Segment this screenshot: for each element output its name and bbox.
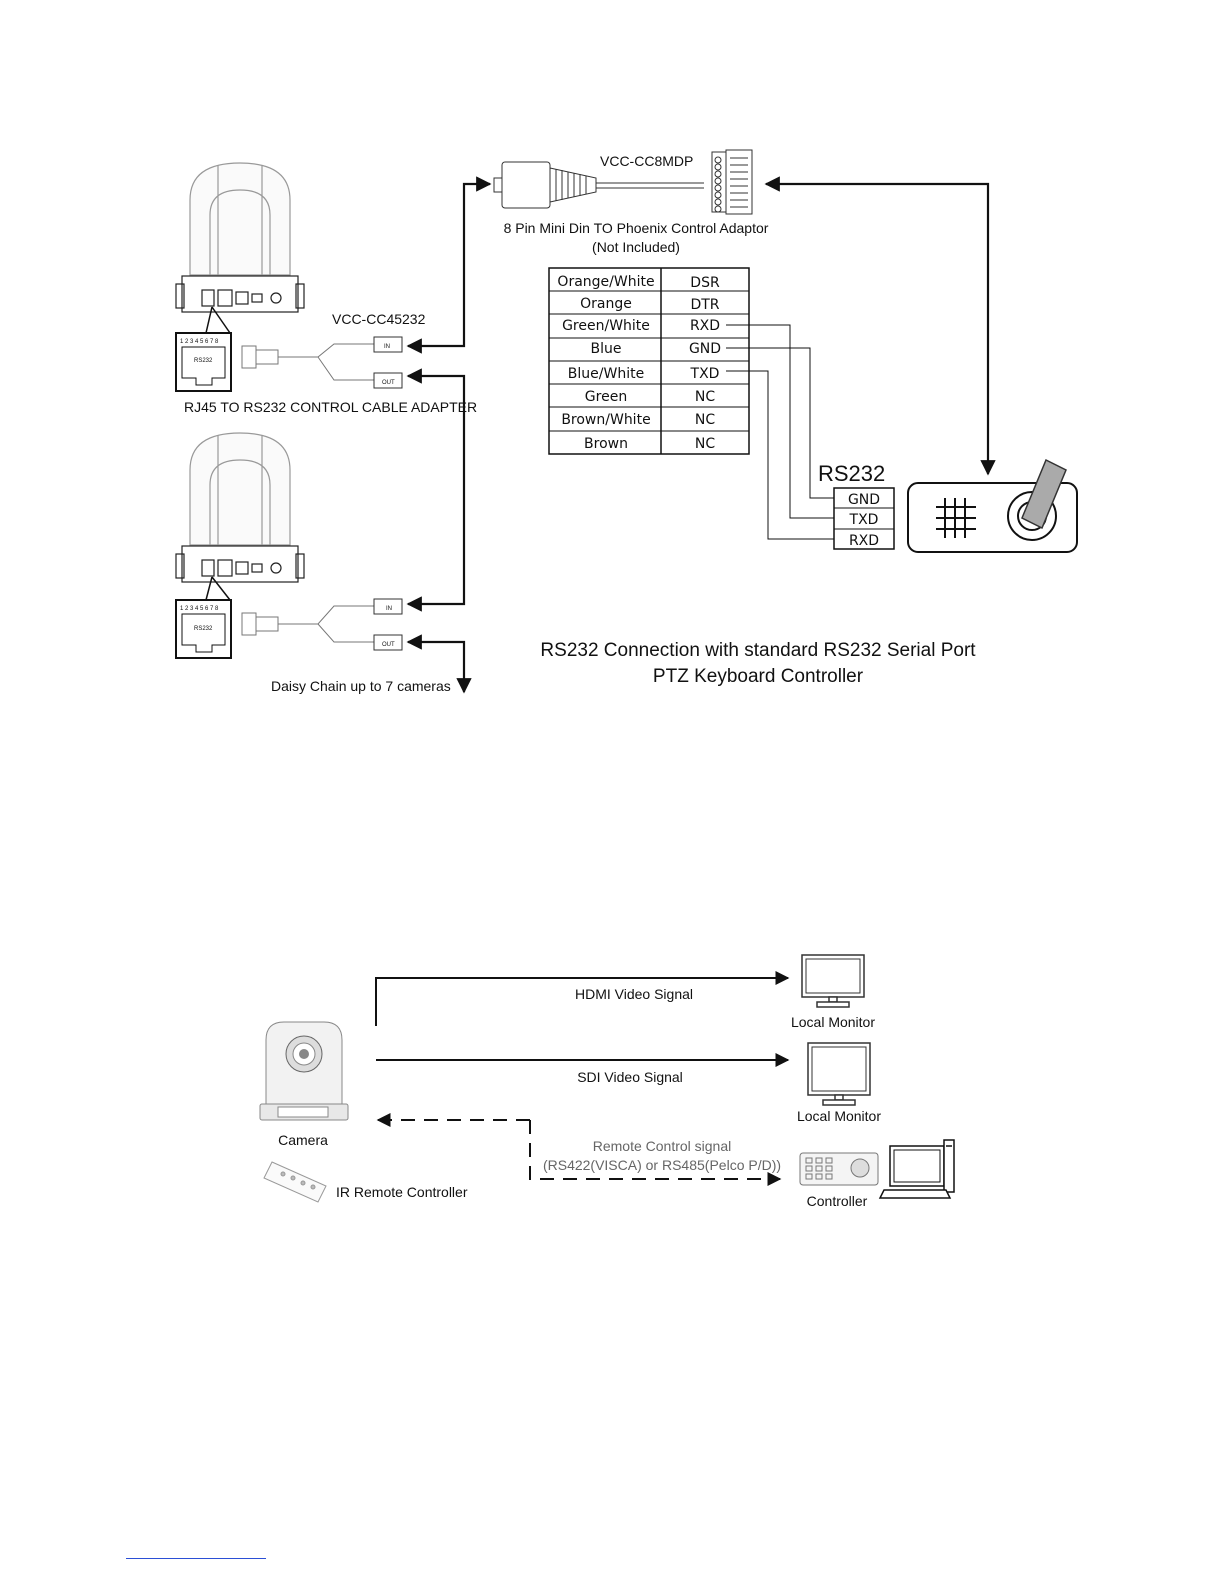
table-cell-signal: DSR [690,275,720,291]
remote-signal-line2: (RS422(VISCA) or RS485(Pelco P/D)) [543,1157,781,1173]
hdmi-signal-label: HDMI Video Signal [575,986,693,1002]
sdi-signal-label: SDI Video Signal [577,1069,683,1085]
table-cell-signal: RXD [690,318,720,334]
table-cell-signal: NC [695,412,715,428]
table-cell-signal: GND [689,341,721,357]
rj45-adapter-title: RJ45 TO RS232 CONTROL CABLE ADAPTER [184,399,477,415]
signal-arrows [375,971,790,1186]
adaptor-note: (Not Included) [592,239,680,255]
ptz-camera-2 [175,432,305,583]
table-cell-wire: Blue [591,341,622,357]
camera-label: Camera [278,1132,328,1148]
monitor-icon [801,954,865,1008]
connection-arrows-top [406,176,996,694]
pin-table-cells: Orange/White DSR Orange DTR Green/White … [557,274,721,452]
table-cell-wire: Brown [584,436,628,452]
rj45-cable-1 [241,336,403,389]
footnote-separator [126,1558,266,1559]
pin-numbers-2: 1 2 3 4 5 6 7 8 [180,606,219,612]
table-cell-wire: Orange/White [557,274,654,290]
table-cell-signal: NC [695,436,715,452]
rs232-pin-block [833,487,895,550]
camera-icon [259,1021,349,1121]
mini-din-adaptor [493,149,753,215]
ptz-keyboard-controller-icon [907,458,1078,553]
port-out-1: OUT [382,380,395,386]
table-cell-wire: Green [585,389,627,405]
port-in-1: IN [384,344,390,350]
monitor1-label: Local Monitor [791,1014,875,1030]
rs232-pin-gnd: GND [848,492,880,508]
ir-remote-label: IR Remote Controller [336,1184,468,1200]
rs232-port-label-2: RS232 [194,626,213,632]
table-cell-signal: TXD [690,366,720,382]
monitor-icon [807,1042,871,1106]
ir-remote-icon [263,1161,327,1203]
pin-numbers: 1 2 3 4 5 6 7 8 [180,339,219,345]
rs232-header: RS232 [818,461,885,486]
mini-din-cable-label: VCC-CC8MDP [600,153,693,169]
rj45-cable-label: VCC-CC45232 [332,311,426,327]
table-cell-wire: Blue/White [568,366,644,382]
rs232-wiring [726,324,834,540]
rs232-pin-txd: TXD [849,512,879,528]
table-cell-signal: DTR [690,297,719,313]
rj45-cable-2 [241,598,403,651]
pin-table [548,267,750,455]
rs232-pin-rxd: RXD [849,533,879,549]
controller-keyboard-icon [799,1152,879,1186]
caption-line1: RS232 Connection with standard RS232 Ser… [540,640,976,661]
port-in-2: IN [386,606,392,612]
table-cell-wire: Orange [580,296,632,312]
monitor2-label: Local Monitor [797,1108,881,1124]
controller-label: Controller [807,1193,868,1209]
daisy-chain-label: Daisy Chain up to 7 cameras [271,678,451,694]
rs232-port-label: RS232 [194,358,213,364]
table-cell-signal: NC [695,389,715,405]
table-cell-wire: Green/White [562,318,650,334]
caption-line2: PTZ Keyboard Controller [653,666,864,687]
port-out-2: OUT [382,642,395,648]
ptz-camera-1 [175,162,305,313]
adaptor-title: 8 Pin Mini Din TO Phoenix Control Adapto… [504,220,769,236]
rj45-port-closeup-1: 1 2 3 4 5 6 7 8 RS232 [175,306,232,392]
remote-signal-line1: Remote Control signal [593,1138,732,1154]
computer-icon [878,1139,955,1199]
table-cell-wire: Brown/White [561,412,650,428]
rj45-port-closeup-2: 1 2 3 4 5 6 7 8 RS232 [175,576,232,659]
